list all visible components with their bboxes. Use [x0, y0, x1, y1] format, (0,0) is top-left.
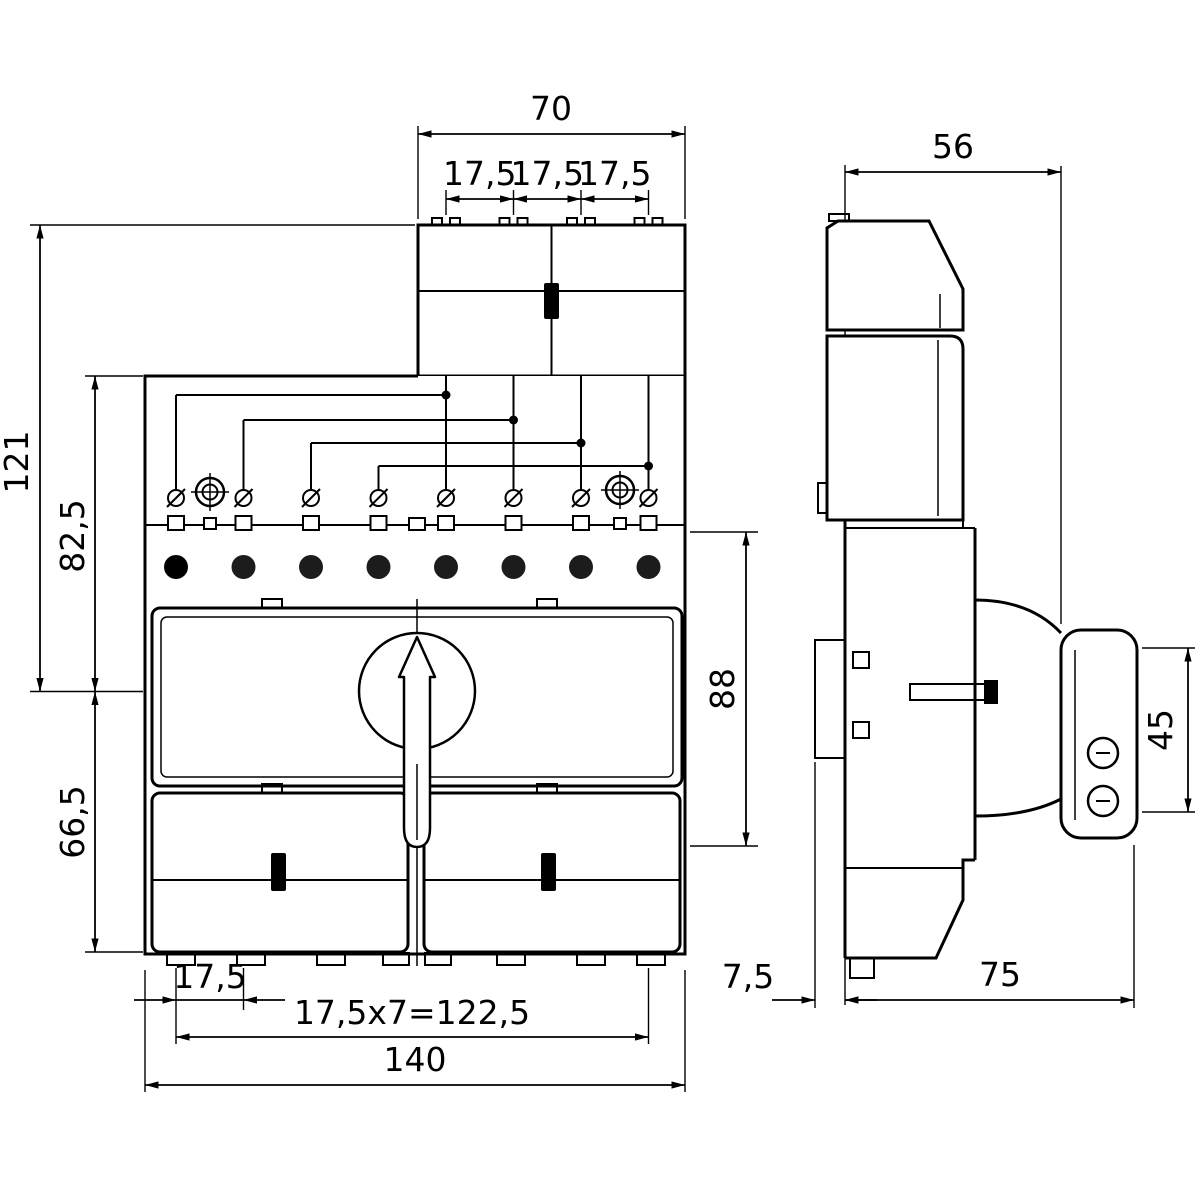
wire-junction-dot [509, 415, 518, 425]
spindle-nut [984, 680, 998, 704]
dim-label-pitch-1: 17,5 [443, 154, 516, 193]
dim-label-45: 45 [1141, 709, 1180, 751]
terminal-dot [569, 555, 593, 579]
side-main-body [814, 520, 998, 979]
front-top-module [416, 217, 687, 378]
dim-label-122-5: 17,5x7=122,5 [294, 993, 530, 1032]
side-view [814, 165, 1139, 1005]
dim-label-88: 88 [703, 668, 742, 710]
dim-label-121: 121 [0, 431, 36, 494]
side-handle [974, 598, 1139, 840]
dim-depth-56: 56 [845, 127, 1062, 624]
dim-label-7-5: 7,5 [722, 957, 774, 996]
dim-body-height-88: 88 [690, 531, 758, 847]
dim-label-70: 70 [530, 89, 572, 128]
terminal-dot [164, 555, 188, 579]
front-terminal-screw-symbols [166, 488, 659, 508]
front-mounting-screws [191, 471, 639, 511]
wire-junction-dot [441, 390, 451, 400]
terminal-dot [366, 555, 391, 579]
dim-label-56: 56 [932, 127, 974, 166]
front-view [143, 217, 687, 966]
dim-label-17-5-bottom: 17,5 [173, 957, 246, 996]
dim-top-width-70: 70 [417, 89, 686, 219]
dim-overall-width-140: 140 [144, 970, 686, 1092]
dim-label-pitch-2: 17,5 [511, 154, 584, 193]
terminal-dot [501, 555, 526, 579]
front-switch-knob [357, 599, 477, 966]
front-terminal-row [164, 515, 661, 579]
dim-lower-height-66-5: 66,5 [53, 691, 143, 953]
side-handle-knob [1059, 628, 1139, 840]
wire-junction-dot [644, 461, 653, 471]
terminal-dot [231, 555, 256, 579]
front-wiring [175, 376, 653, 489]
terminal-dot [299, 555, 323, 579]
dim-label-82-5: 82,5 [53, 499, 92, 572]
dim-label-140: 140 [384, 1040, 447, 1079]
dim-upper-height-82-5: 82,5 [53, 375, 143, 692]
front-connector-left [271, 853, 286, 891]
side-second-module [817, 334, 965, 522]
front-connector-right [541, 853, 556, 891]
side-top-module [825, 213, 965, 332]
dim-label-75: 75 [979, 955, 1021, 994]
dim-top-pitches: 17,5 17,5 17,5 [443, 154, 651, 215]
dimensions: 70 17,5 17,5 17,5 121 82,5 [0, 89, 1195, 1092]
terminal-dot [434, 555, 458, 579]
dim-overall-height-121: 121 [0, 224, 415, 693]
dim-body-depth-75: 75 [845, 845, 1135, 1008]
front-top-connector [544, 283, 559, 319]
dim-label-66-5: 66,5 [53, 785, 92, 858]
dim-handle-height-45: 45 [1141, 647, 1195, 813]
wire-junction-dot [576, 438, 586, 448]
terminal-dot [636, 555, 661, 579]
din-rail-clip [814, 639, 845, 759]
dim-bottom-total-pitch: 17,5x7=122,5 [176, 968, 650, 1044]
front-lower-modules [150, 783, 682, 966]
dim-rail-offset-7-5: 7,5 [722, 762, 877, 1008]
dim-label-pitch-3: 17,5 [578, 154, 651, 193]
dim-bottom-first-pitch: 17,5 [134, 957, 285, 1044]
